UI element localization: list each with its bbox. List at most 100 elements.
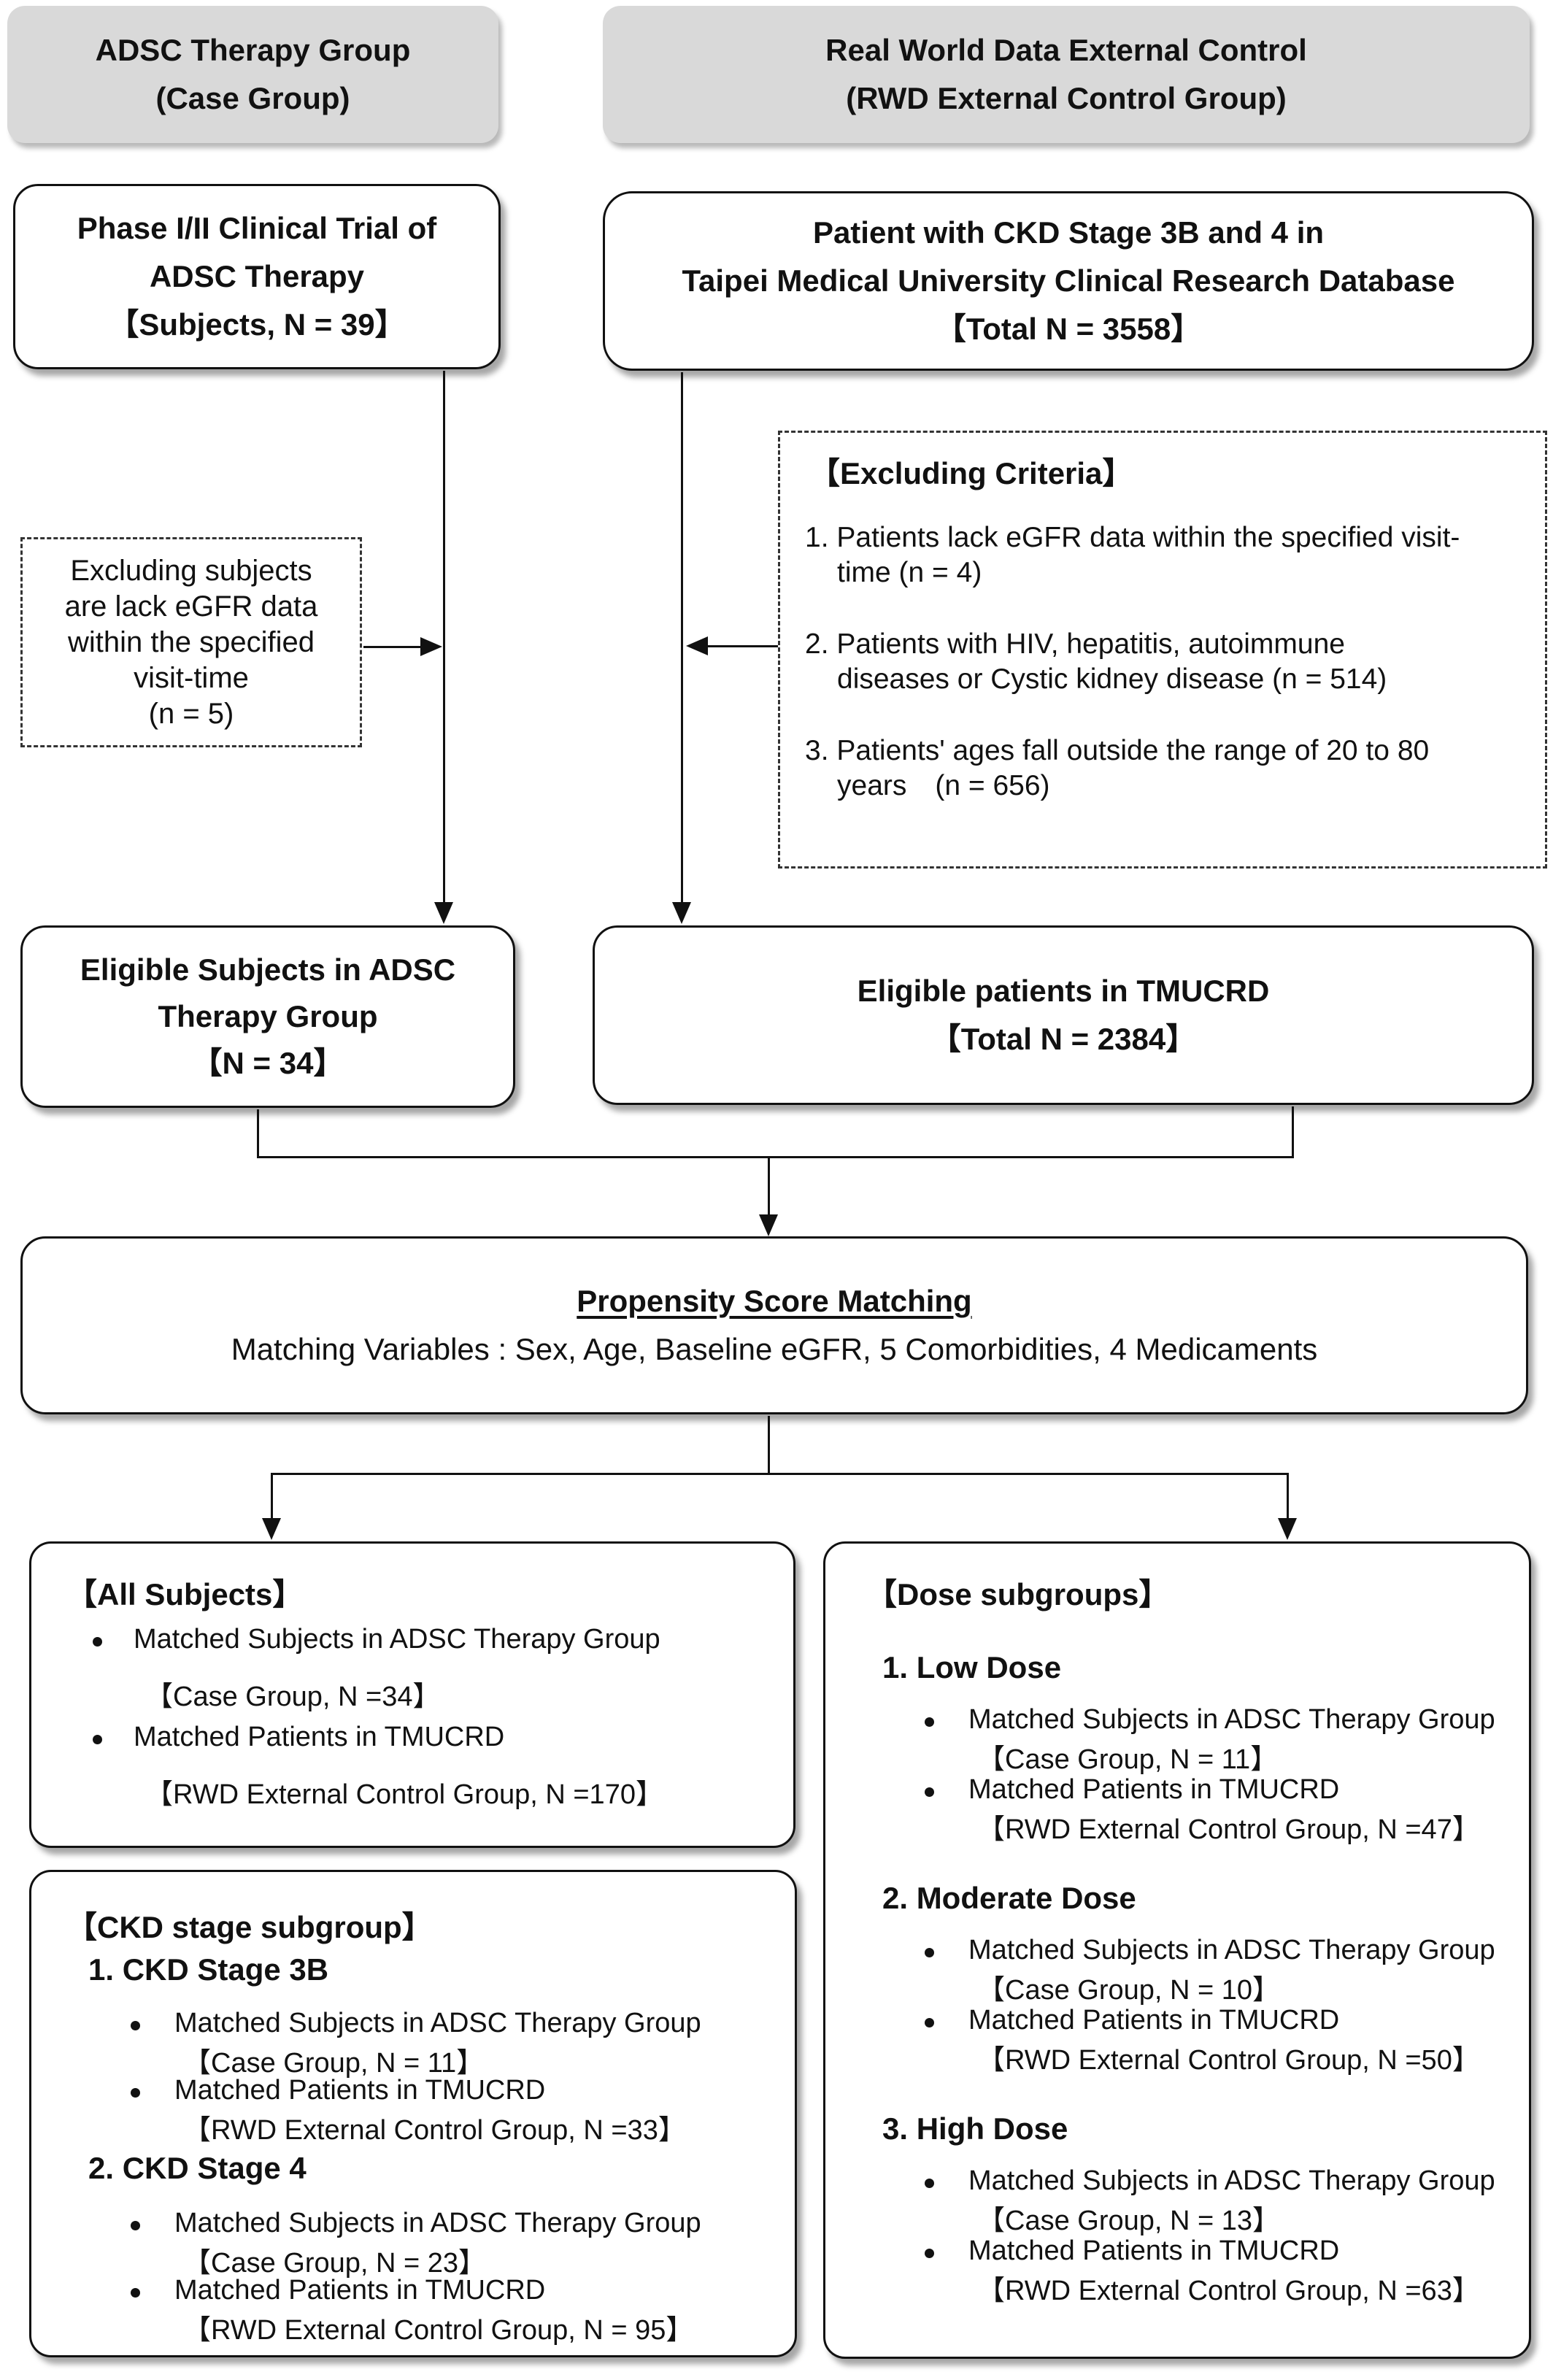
connector-rwd-down (681, 372, 683, 904)
all-subjects-rwd-label: Matched Patients in TMUCRD (134, 1722, 505, 1752)
arrow-head-rwd-exclusion (686, 636, 708, 655)
moderate-dose-case-count: 【Case Group, N = 10】 (977, 1975, 1281, 2006)
exclusion-criterion-2b: diseases or Cystic kidney disease (n = 5… (837, 663, 1387, 695)
ckd-4-case-label: Matched Subjects in ADSC Therapy Group (174, 2208, 701, 2238)
ckd-stage-box: 【CKD stage subgroup】 1. CKD Stage 3B Mat… (29, 1870, 797, 2357)
bullet (925, 2249, 934, 2258)
database-line2: Taipei Medical University Clinical Resea… (682, 263, 1455, 298)
exclusion-criterion-3b: years (n = 656) (837, 770, 1050, 801)
eligible-rwd-total: 【Total N = 2384】 (930, 1022, 1197, 1056)
bullet (925, 2179, 934, 2188)
connector-merge-horizontal (257, 1156, 1294, 1158)
exclusion-criterion-1a: 1. Patients lack eGFR data within the sp… (805, 522, 1460, 553)
arrow-head-case-exclusion (420, 637, 442, 656)
low-dose-case-label: Matched Subjects in ADSC Therapy Group (968, 1704, 1495, 1735)
propensity-score-box: Propensity Score Matching Matching Varia… (20, 1236, 1528, 1414)
bullet (925, 1948, 934, 1957)
arrow-head-psm (759, 1214, 778, 1236)
ckd-3b-case-label: Matched Subjects in ADSC Therapy Group (174, 2008, 701, 2038)
case-exclusion-box: Excluding subjects are lack eGFR data wi… (20, 537, 362, 747)
ckd-4-case-count: 【Case Group, N = 23】 (183, 2248, 487, 2279)
case-exclusion-count: (n = 5) (148, 697, 234, 730)
ckd-stage-3b: 1. CKD Stage 3B (88, 1952, 329, 1987)
all-subjects-rwd-count: 【RWD External Control Group, N =170】 (145, 1779, 663, 1810)
arrow-head-rwd-eligible (672, 902, 691, 924)
high-dose-case-count: 【Case Group, N = 13】 (977, 2206, 1281, 2236)
all-subjects-case-count: 【Case Group, N =34】 (145, 1682, 441, 1712)
exclusion-criterion-2a: 2. Patients with HIV, hepatitis, autoimm… (805, 628, 1345, 660)
eligible-rwd-line1: Eligible patients in TMUCRD (857, 974, 1270, 1008)
bullet (131, 2021, 140, 2030)
case-exclusion-line3: within the specified (68, 625, 315, 658)
bullet (925, 2018, 934, 2027)
rwd-group-header-line2: (RWD External Control Group) (846, 81, 1287, 115)
connector-psm-down (768, 1416, 770, 1474)
high-dose-rwd-label: Matched Patients in TMUCRD (968, 2235, 1340, 2266)
arrow-head-all-subjects (262, 1518, 281, 1540)
psm-title: Propensity Score Matching (577, 1284, 972, 1318)
dose-title: 【Dose subgroups】 (866, 1577, 1170, 1611)
high-dose-case-label: Matched Subjects in ADSC Therapy Group (968, 2165, 1495, 2196)
rwd-group-header: Real World Data External Control (RWD Ex… (603, 6, 1530, 143)
ckd-3b-rwd-count: 【RWD External Control Group, N =33】 (183, 2115, 686, 2146)
low-dose-rwd-label: Matched Patients in TMUCRD (968, 1774, 1340, 1805)
case-group-header: ADSC Therapy Group (Case Group) (7, 6, 498, 143)
exclusion-criterion-1b: time (n = 4) (837, 557, 982, 588)
case-group-header-line2: (Case Group) (155, 81, 350, 115)
database-line1: Patient with CKD Stage 3B and 4 in (812, 215, 1325, 250)
clinical-trial-box: Phase I/II Clinical Trial of ADSC Therap… (13, 184, 501, 369)
clinical-trial-line1: Phase I/II Clinical Trial of (77, 211, 437, 245)
psm-variables: Matching Variables : Sex, Age, Baseline … (231, 1332, 1318, 1366)
all-subjects-box: 【All Subjects】 Matched Subjects in ADSC … (29, 1541, 795, 1848)
clinical-trial-subjects: 【Subjects, N = 39】 (108, 307, 406, 342)
ckd-stage-4: 2. CKD Stage 4 (88, 2151, 307, 2185)
arrow-head-case-eligible (434, 902, 453, 924)
eligible-rwd-box: Eligible patients in TMUCRD 【Total N = 2… (593, 925, 1534, 1105)
ckd-title: 【CKD stage subgroup】 (66, 1910, 433, 1944)
all-subjects-case-label: Matched Subjects in ADSC Therapy Group (134, 1624, 660, 1655)
bullet (925, 1717, 934, 1727)
eligible-case-line2: Therapy Group (158, 999, 378, 1033)
rwd-exclusion-box: 【Excluding Criteria】 1. Patients lack eG… (778, 431, 1547, 869)
moderate-dose-case-label: Matched Subjects in ADSC Therapy Group (968, 1935, 1495, 1965)
moderate-dose-rwd-label: Matched Patients in TMUCRD (968, 2005, 1340, 2036)
rwd-group-header-line1: Real World Data External Control (825, 33, 1307, 67)
case-group-header-line1: ADSC Therapy Group (95, 33, 411, 67)
bullet (131, 2288, 140, 2298)
low-dose-label: 1. Low Dose (882, 1650, 1062, 1684)
ckd-3b-case-count: 【Case Group, N = 11】 (183, 2048, 485, 2079)
arrow-head-dose (1278, 1518, 1297, 1540)
dose-subgroups-box: 【Dose subgroups】 1. Low Dose Matched Sub… (823, 1541, 1531, 2359)
moderate-dose-label: 2. Moderate Dose (882, 1881, 1136, 1915)
eligible-case-line1: Eligible Subjects in ADSC (80, 952, 456, 987)
connector-split-right (1287, 1474, 1289, 1520)
connector-split-left (271, 1474, 273, 1520)
moderate-dose-rwd-count: 【RWD External Control Group, N =50】 (977, 2045, 1480, 2076)
bullet (131, 2088, 140, 2098)
all-subjects-title: 【All Subjects】 (66, 1577, 304, 1611)
high-dose-rwd-count: 【RWD External Control Group, N =63】 (977, 2276, 1480, 2306)
connector-case-down (443, 371, 445, 904)
connector-case-exclusion (363, 646, 422, 648)
case-exclusion-line4: visit-time (134, 661, 249, 694)
bullet (131, 2221, 140, 2230)
ckd-4-rwd-label: Matched Patients in TMUCRD (174, 2275, 546, 2306)
bullet (93, 1735, 102, 1744)
connector-split-horizontal (271, 1473, 1289, 1475)
connector-rwd-merge (1292, 1106, 1294, 1158)
exclusion-criteria-title: 【Excluding Criteria】 (809, 456, 1133, 490)
bullet (925, 1787, 934, 1797)
case-exclusion-line1: Excluding subjects (70, 554, 312, 587)
eligible-case-count: 【N = 34】 (191, 1046, 344, 1080)
low-dose-case-count: 【Case Group, N = 11】 (977, 1744, 1279, 1775)
connector-case-merge (257, 1109, 259, 1158)
bullet (93, 1637, 102, 1647)
database-total: 【Total N = 3558】 (935, 312, 1202, 346)
eligible-case-box: Eligible Subjects in ADSC Therapy Group … (20, 925, 515, 1108)
clinical-trial-line2: ADSC Therapy (149, 259, 365, 293)
exclusion-criterion-3a: 3. Patients' ages fall outside the range… (805, 735, 1430, 766)
high-dose-label: 3. High Dose (882, 2111, 1068, 2146)
low-dose-rwd-count: 【RWD External Control Group, N =47】 (977, 1814, 1480, 1845)
connector-merge-down (768, 1158, 770, 1216)
ckd-4-rwd-count: 【RWD External Control Group, N = 95】 (183, 2315, 694, 2346)
